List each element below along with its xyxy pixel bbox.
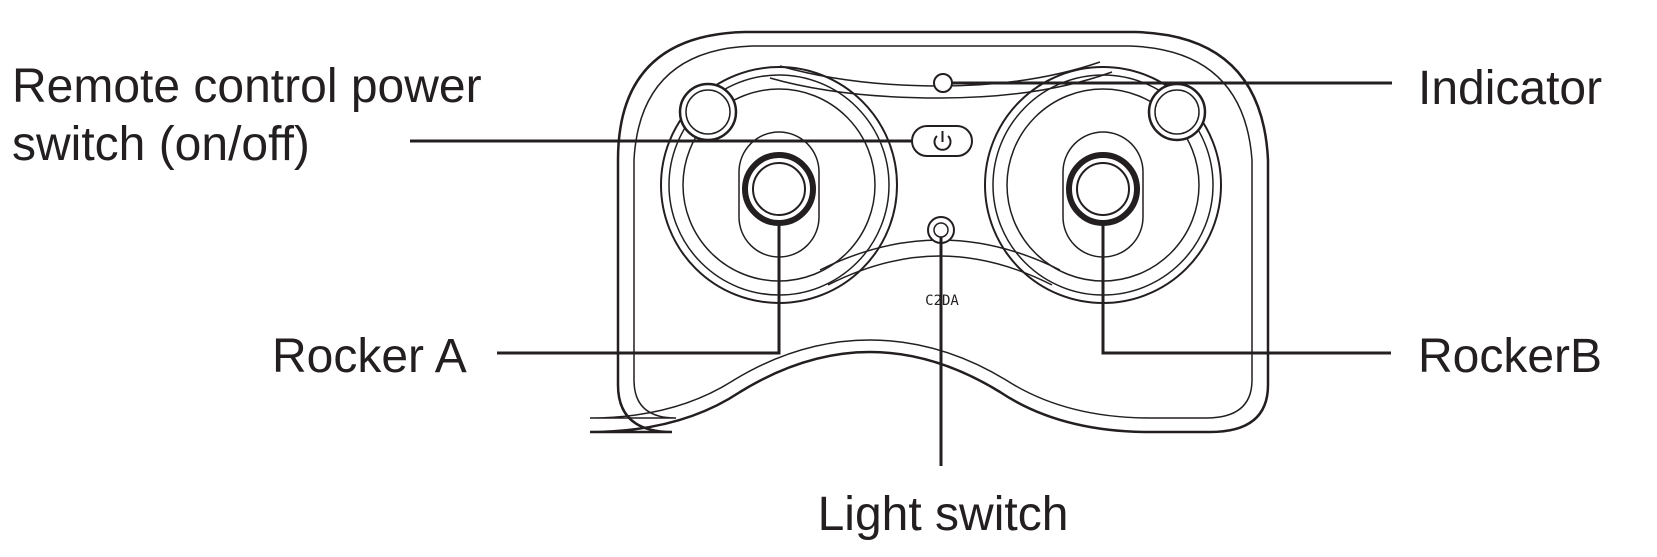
- indicator-led: [933, 73, 953, 93]
- label-power-switch-line1: Remote control power: [12, 60, 482, 113]
- controller-body: [589, 30, 1270, 434]
- power-icon: [933, 131, 952, 151]
- label-light-switch: Light switch: [818, 488, 1069, 541]
- rocker-a-stick[interactable]: [742, 152, 816, 226]
- leader-rocker-a: [497, 223, 781, 355]
- label-rocker-b: RockerB: [1418, 330, 1602, 383]
- rocker-b-stick[interactable]: [1066, 152, 1140, 226]
- left-shoulder-button[interactable]: [678, 82, 738, 142]
- label-rocker-a: Rocker A: [272, 330, 467, 383]
- leader-lines: [410, 81, 1392, 466]
- label-indicator: Indicator: [1418, 62, 1602, 115]
- leader-rocker-b: [1101, 223, 1391, 355]
- right-shoulder-button[interactable]: [1147, 82, 1207, 142]
- label-power-switch-line2: switch (on/off): [12, 118, 310, 171]
- light-switch-button[interactable]: [927, 216, 955, 244]
- power-switch-button[interactable]: [911, 125, 973, 157]
